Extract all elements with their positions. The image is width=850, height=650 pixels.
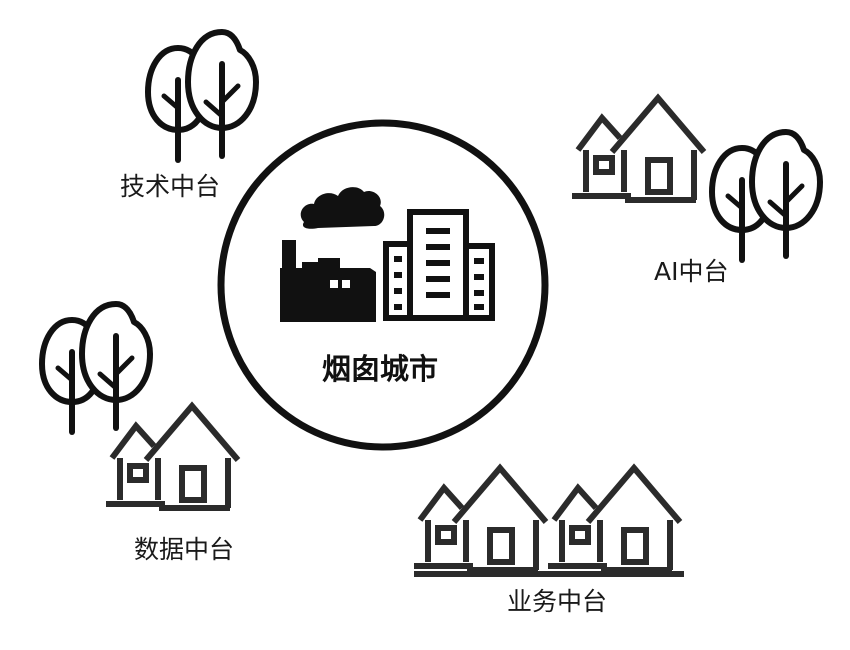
data-node-label: 数据中台: [134, 535, 235, 564]
tech-node-label: 技术中台: [120, 172, 221, 201]
factory-icon: [280, 187, 385, 322]
data-trees-icon: [42, 304, 150, 432]
ai-houses-icon: [572, 98, 704, 200]
tech-trees-icon: [148, 32, 256, 160]
business-node-label: 业务中台: [507, 587, 608, 616]
business-houses-right-icon: [548, 468, 680, 570]
center-title: 烟囱城市: [322, 352, 439, 386]
buildings-icon: [383, 209, 495, 321]
data-houses-icon: [106, 406, 238, 508]
ai-trees-icon: [712, 132, 820, 260]
business-houses-left-icon: [414, 468, 546, 570]
ai-node-label: AI中台: [654, 257, 729, 286]
